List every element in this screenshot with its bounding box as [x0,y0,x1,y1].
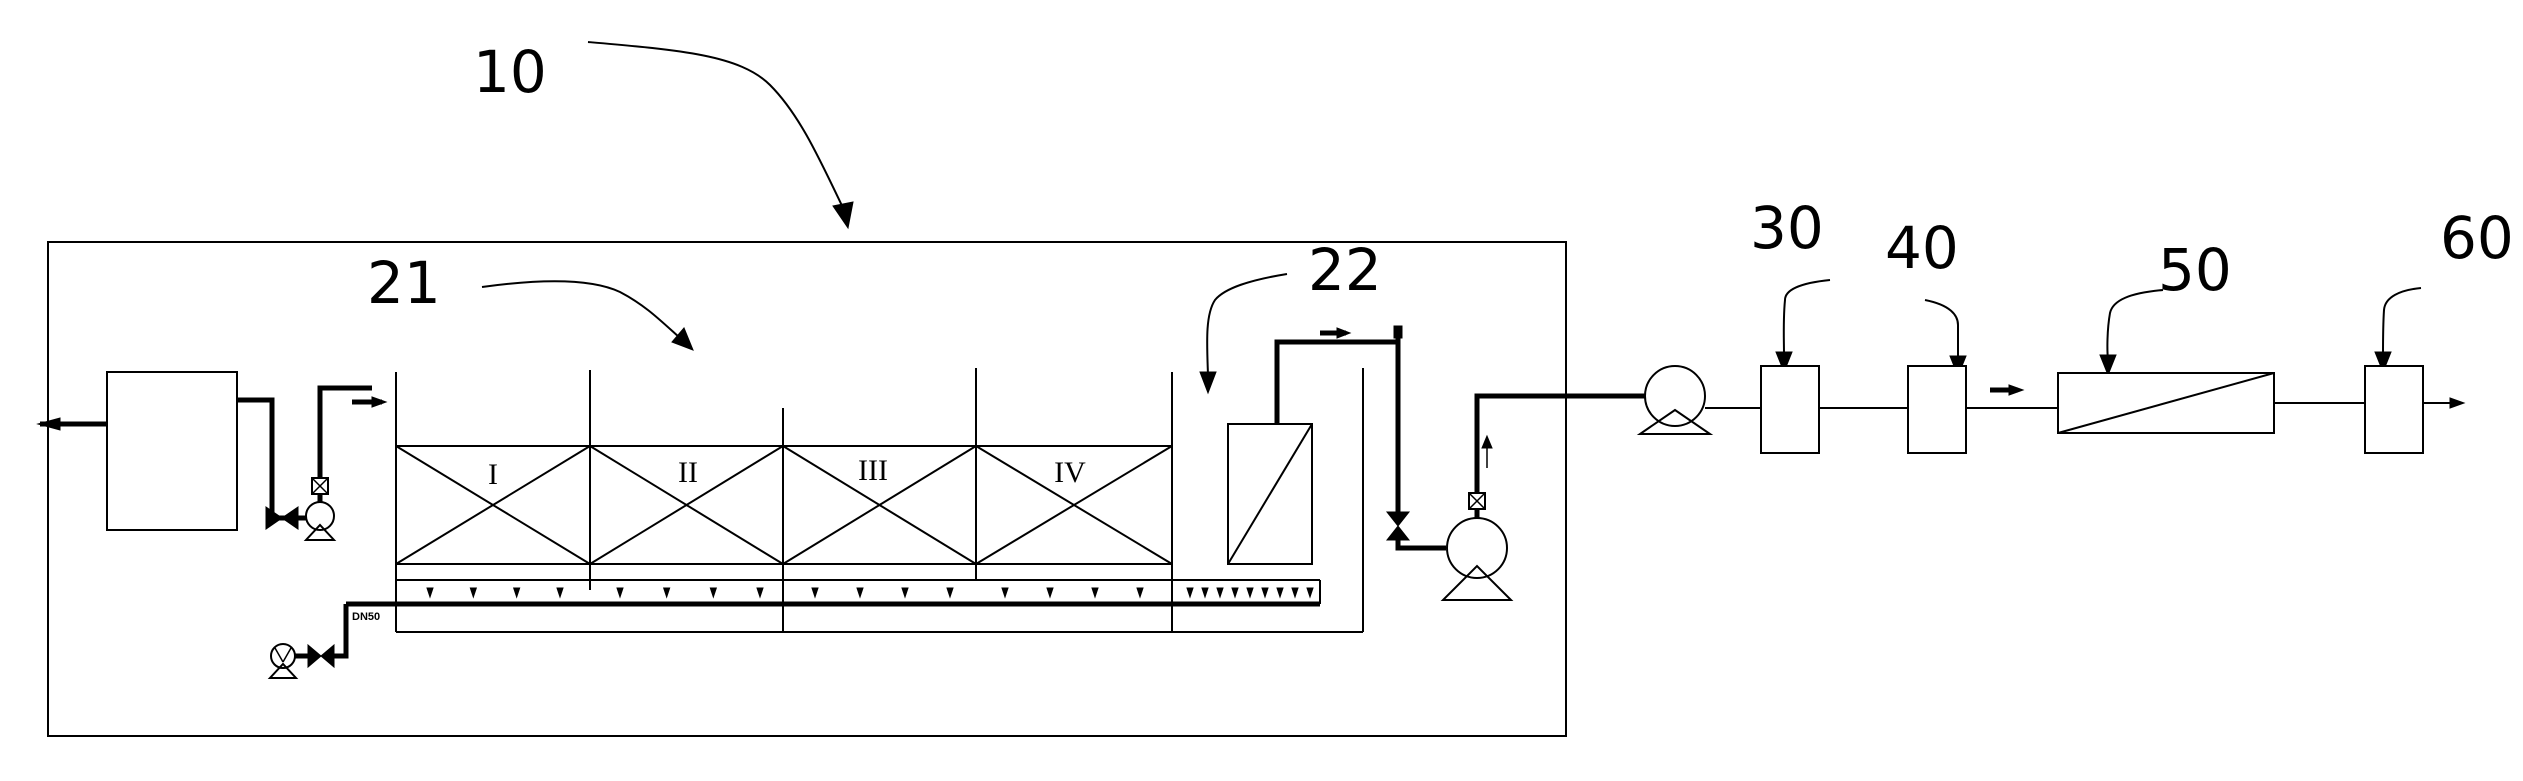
permeate-valve [1385,511,1411,527]
media-pack-III-x2 [782,445,977,565]
label-system: 10 [473,38,547,106]
diffuser-nozzle [1046,587,1054,599]
suction-pump-base [1440,564,1514,601]
diffuser-nozzle [1291,587,1299,599]
unit-30 [1760,365,1820,454]
diffuser-nozzle [1001,587,1009,599]
diffuser-nozzle [1186,587,1194,599]
diffuser-nozzle [1091,587,1099,599]
booster-pump-base [1636,408,1714,435]
diffuser-nozzle [756,587,764,599]
arrowhead-system [832,201,854,230]
blower-mark-1 [274,647,284,663]
feed-flow-arrowhead [371,396,388,408]
leader-unit-50 [2106,289,2164,361]
air-valve-b [320,643,335,669]
diffuser-nozzle [811,587,819,599]
diffuser-nozzle [556,587,564,599]
diffuser-nozzle [469,587,478,599]
label-reactor: 21 [367,249,441,317]
arrowhead-unit-50 [2099,354,2117,377]
media-pack-I-x2 [395,445,591,565]
diffuser-nozzle [1136,587,1144,599]
vacuum-gauge [1393,325,1403,339]
outlet-arrowhead [2449,397,2466,409]
suction-pump [1446,517,1508,579]
diffuser-nozzle [1276,587,1284,599]
feed-riser-pipe [317,385,372,502]
air-supply-pipe [333,604,349,659]
media-pack-II-x2 [589,445,784,565]
air-blower-base [267,662,299,679]
compartment-label-III: III [858,454,888,487]
diffuser-nozzle [426,587,434,599]
booster-pump [1644,365,1706,427]
permeate-flow-arrowhead [1336,327,1352,339]
unit-40 [1907,365,1967,454]
leader-membrane-tank [1206,273,1288,376]
feed-pump-base [303,523,337,541]
diffuser-nozzle [1201,587,1209,599]
system-boundary [47,241,1567,737]
diffuser-nozzle [1306,587,1314,599]
label-unit-30: 30 [1750,194,1824,262]
diffuser-nozzle [856,587,864,599]
label-unit-40: 40 [1885,214,1959,282]
diffuser-nozzle [1246,587,1254,599]
permeate-valve-b [1385,525,1411,541]
media-pack-IV [975,445,1173,565]
arrowhead-reactor [671,327,694,351]
arrowhead-unit-30 [1775,351,1793,374]
air-valve [307,643,322,669]
compartment-label-II: II [678,456,698,489]
unit-50-diagonal [2057,372,2275,434]
unit-60 [2364,365,2424,454]
permeate-to-pump-pipe [1395,540,1446,551]
diffuser-nozzle [946,587,954,599]
arrowhead-membrane-tank [1199,371,1217,395]
pipe-size-label: DN50 [352,611,380,623]
leader-unit-60 [2382,287,2422,356]
membrane-module-diagonal [1227,423,1313,565]
diffuser-nozzle [901,587,909,599]
leader-reactor [481,280,681,339]
leader-unit-30 [1782,279,1831,356]
permeate-pipe [1274,339,1398,424]
tank-outlet-pipe [237,397,300,521]
feed-valve-b [281,506,299,530]
feed-check-x2 [311,477,329,495]
media-pack-IV-x2 [975,445,1173,565]
suction-check-x2 [1468,492,1486,510]
pump-discharge-pipe [1474,393,1645,518]
diffuser-nozzle [709,587,718,599]
diffuser-nozzle [512,587,521,599]
diffuser-nozzles [426,587,1314,599]
label-membrane-tank: 22 [1308,236,1382,304]
flow-arrowhead-40-50 [2008,384,2025,396]
compartment-label-IV: IV [1054,456,1086,489]
label-unit-50: 50 [2158,236,2232,304]
discharge-up-arrowhead [1481,434,1493,449]
arrowhead-unit-60 [2374,351,2392,374]
diffuser-nozzle [1231,587,1239,599]
diffuser-nozzle [1216,587,1224,599]
leader-unit-40 [1924,299,1959,360]
blower-mark-2 [282,647,292,663]
diffuser-nozzle [1261,587,1269,599]
raw-water-tank [106,371,238,531]
label-unit-60: 60 [2440,204,2514,272]
feed-valve [265,506,283,530]
compartment-label-I: I [488,458,498,491]
inlet-arrowhead [36,417,61,431]
diffuser-nozzle [616,587,624,599]
diffuser-nozzle [662,587,671,599]
leader-system [587,41,846,213]
